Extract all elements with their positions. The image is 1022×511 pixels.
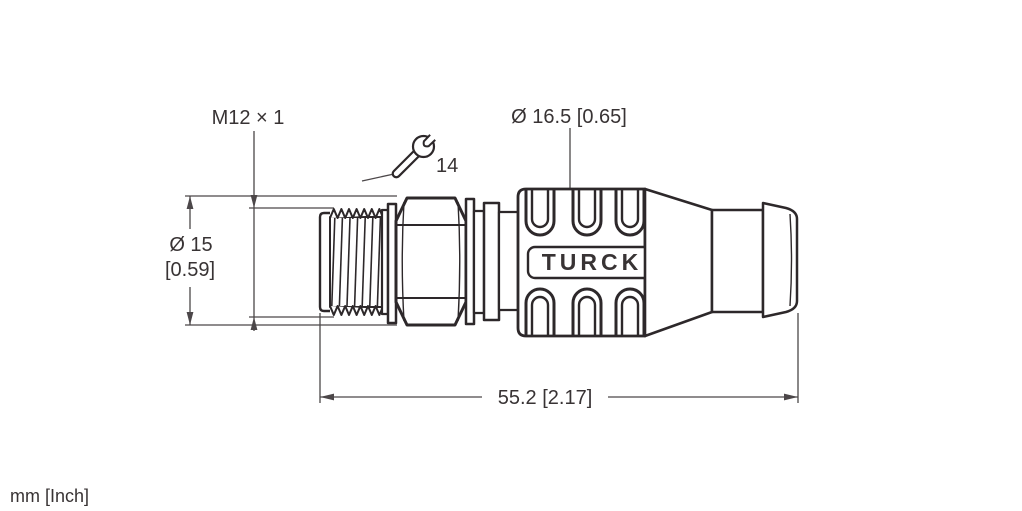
- coupling-ring: [482, 201, 501, 322]
- units-label: mm [Inch]: [10, 486, 89, 506]
- body-diameter-label: Ø 16.5 [0.65]: [511, 106, 627, 128]
- body-taper: [643, 187, 714, 338]
- thread-pilot: [318, 211, 330, 313]
- thread-section: [329, 208, 383, 316]
- thread-size-label: M12 × 1: [212, 107, 285, 129]
- diameter-15-dimension-line: [185, 195, 397, 326]
- turck-logo: TURCK: [526, 245, 653, 280]
- washer-ring: [464, 197, 476, 326]
- overall-length-label: 55.2 [2.17]: [498, 387, 593, 409]
- flange-diameter-label-inch: [0.59]: [165, 259, 215, 281]
- grip-ribs-bottom: [524, 287, 646, 337]
- turck-brand-label: TURCK: [542, 249, 643, 275]
- cable-boot: [761, 201, 799, 319]
- hex-nut: [394, 196, 468, 327]
- strain-relief: [710, 208, 765, 314]
- neck: [497, 210, 520, 312]
- grip-ribs-top: [524, 188, 646, 237]
- connector-part: TURCK: [318, 187, 799, 338]
- overall-length-dimension-line: [319, 313, 799, 403]
- wrench-icon: [391, 134, 436, 179]
- connector-body: TURCK: [516, 187, 653, 338]
- spacer-ring: [472, 209, 486, 315]
- m12-dimension-line: [249, 131, 334, 331]
- flange-diameter-label-mm: Ø 15: [169, 234, 212, 256]
- wrench-size-label: 14: [436, 155, 458, 177]
- wrench-callout: [361, 134, 436, 182]
